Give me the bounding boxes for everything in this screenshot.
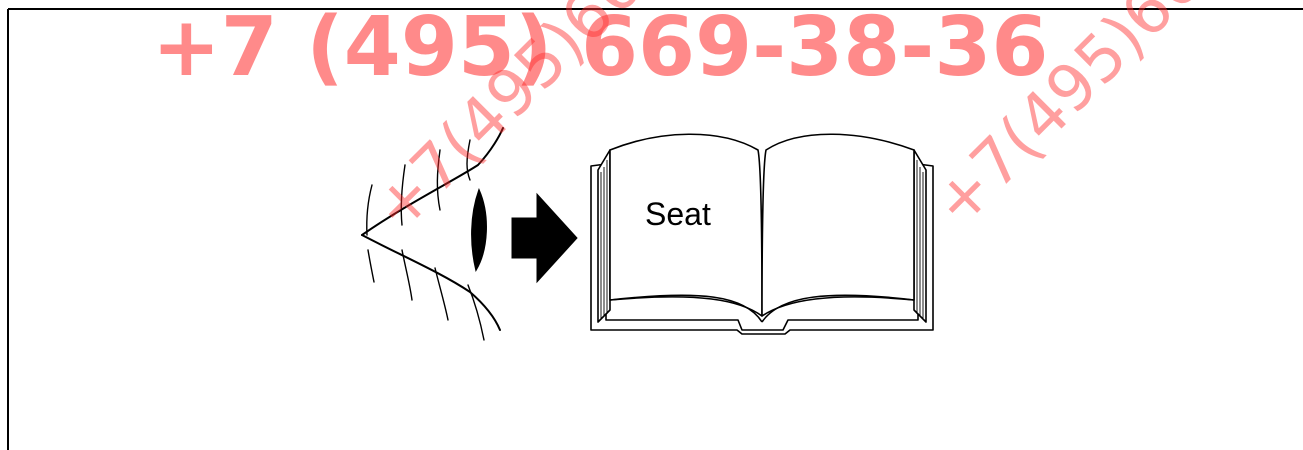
arrow-right-icon bbox=[511, 192, 578, 284]
page-border bbox=[7, 8, 1303, 450]
open-book-icon: Seat bbox=[590, 133, 934, 335]
book-label: Seat bbox=[645, 196, 711, 232]
eye-icon bbox=[361, 127, 504, 341]
watermark-phone: +7 (495) 669-38-36 bbox=[152, 0, 1048, 95]
